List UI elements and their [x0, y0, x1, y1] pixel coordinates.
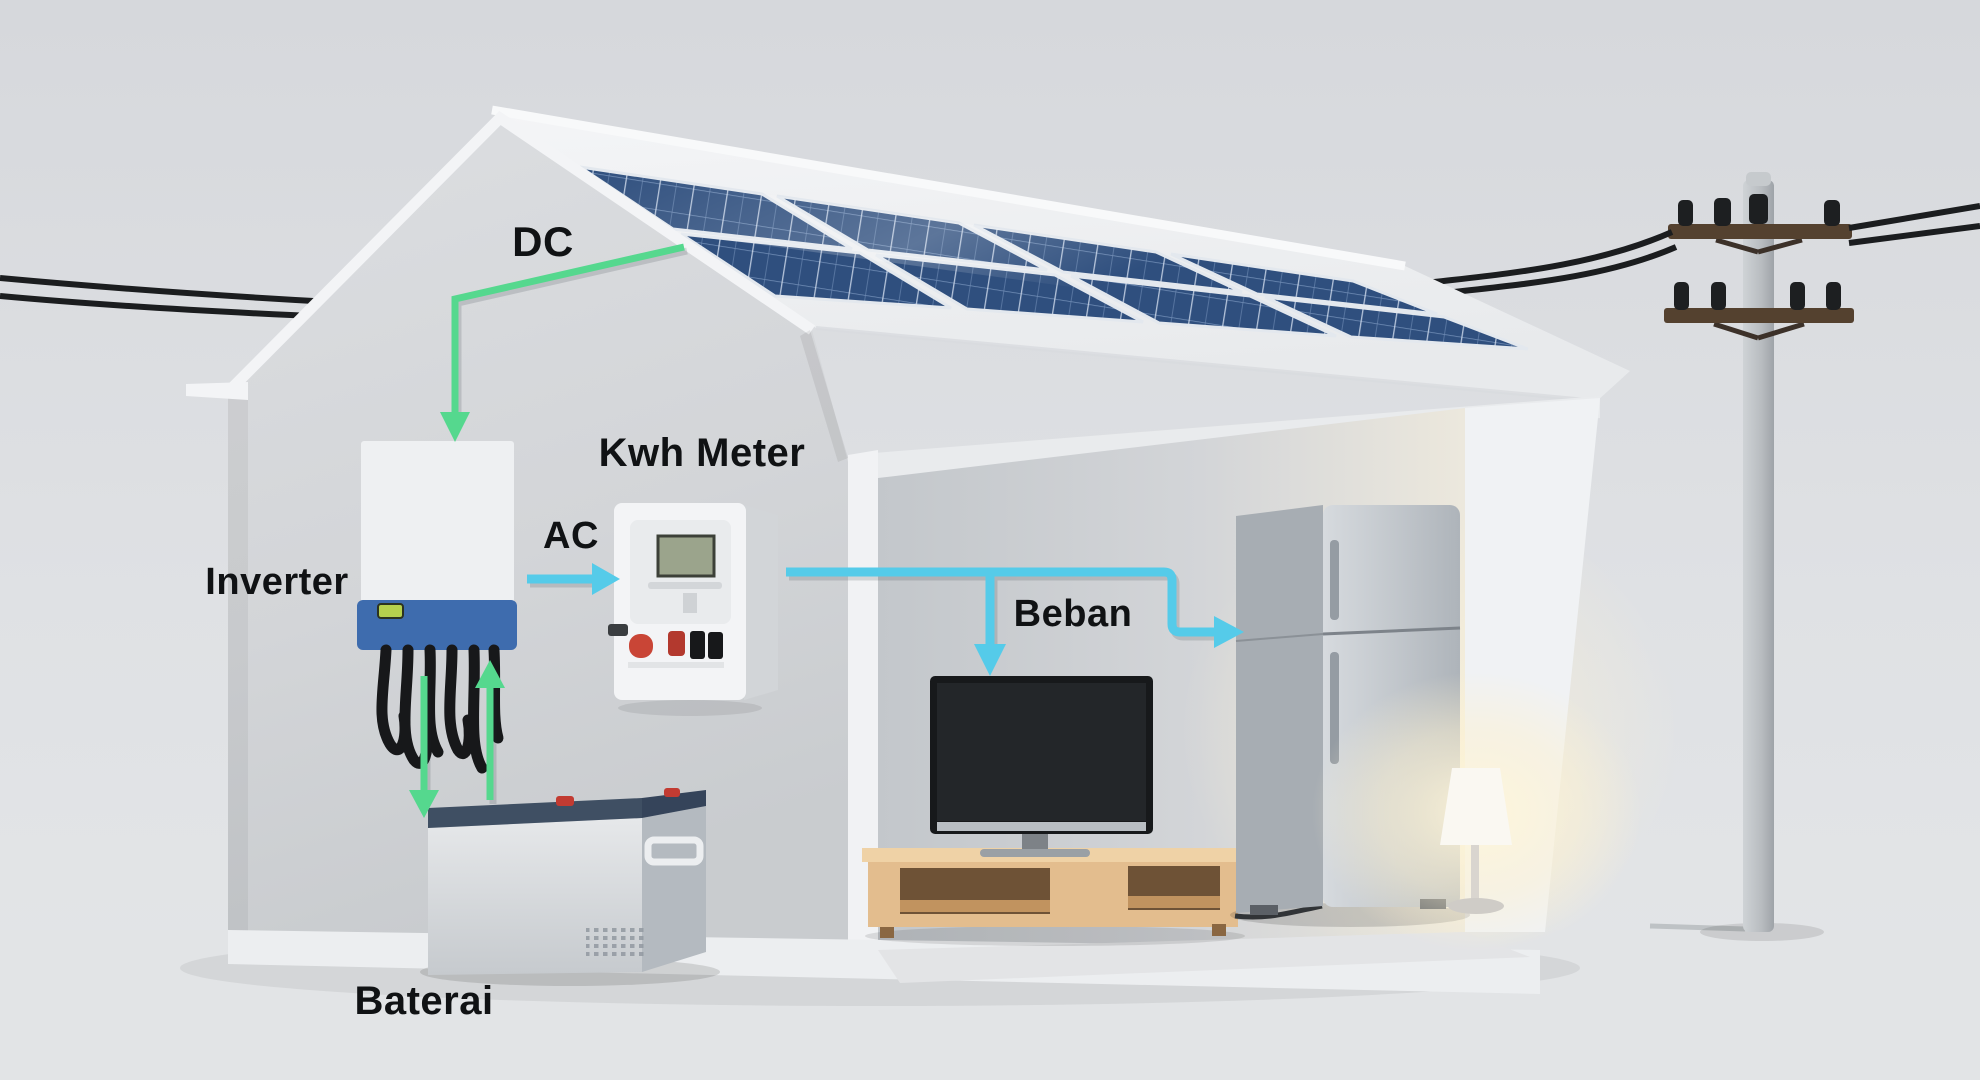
cabinet-leg [1212, 924, 1226, 936]
inverter-led [377, 603, 404, 619]
ac-arrowhead [592, 563, 620, 595]
dc-label: DC [512, 218, 574, 265]
eave-return [186, 382, 248, 400]
dc-flow-arrows [409, 243, 688, 818]
insulators-top [1678, 194, 1840, 226]
ac-label: AC [543, 515, 599, 557]
battery-lid-front [428, 798, 642, 828]
fridge-handle-top [1330, 540, 1339, 620]
lamp-base [1448, 898, 1504, 914]
tv-screen [937, 683, 1146, 821]
meter-breaker [690, 631, 705, 659]
pole [1743, 180, 1774, 932]
inverter-cables [376, 644, 504, 774]
dc-arrow-line [451, 243, 685, 416]
labels: DC Inverter AC Kwh Meter Beban Baterai [205, 218, 1132, 1023]
meter-lcd [656, 534, 716, 578]
bargeboard [222, 110, 816, 398]
utility-pole [1417, 172, 1980, 941]
fridge-side [1236, 505, 1323, 913]
dc-arrowhead [440, 412, 470, 442]
inverter-to-battery-arrowhead [409, 790, 439, 818]
room-floor [878, 932, 1530, 983]
pole-crossarm-lower [1664, 308, 1854, 323]
tv [930, 676, 1153, 857]
fridge-arrowhead [1214, 616, 1244, 648]
under-eave-shade [800, 330, 848, 462]
meter-to-loads-line [786, 567, 1216, 637]
lamp-stem [1471, 845, 1479, 903]
table-lamp [1312, 672, 1642, 952]
tv-stand-base [980, 849, 1090, 857]
pole-crossarm-top [1668, 224, 1852, 239]
power-line-right [1848, 203, 1980, 246]
inverter-body [361, 441, 514, 604]
wall-left-edge-shade [228, 392, 248, 931]
cabinet-leg [880, 927, 894, 938]
panel-sheen [580, 167, 1528, 349]
tv-arrowhead [974, 644, 1006, 676]
battery-to-inverter-arrowhead [475, 660, 505, 688]
beban-label: Beban [1014, 593, 1133, 635]
roof [491, 105, 1630, 403]
battery-terminal [664, 788, 680, 797]
battery-lid-side [642, 790, 706, 818]
insulators-lower [1674, 282, 1841, 310]
kwh-meter-label: Kwh Meter [599, 431, 806, 475]
battery [420, 788, 720, 986]
battery-side [642, 806, 706, 972]
battery-handle [644, 836, 704, 866]
battery-terminal [556, 796, 574, 806]
meter-red-switch [668, 631, 685, 656]
interior-room [228, 396, 1680, 994]
inverter-label: Inverter [205, 561, 348, 603]
lamp-shade [1440, 768, 1512, 845]
baterai-label: Baterai [354, 979, 493, 1023]
inverter [357, 441, 517, 774]
fridge-handle-bottom [1330, 652, 1339, 764]
ac-flow-arrows [527, 563, 1244, 676]
meter-breaker [708, 632, 723, 659]
kwh-meter [608, 503, 778, 716]
battery-vents [586, 924, 644, 960]
meter-red-button [629, 634, 653, 658]
power-line-left [0, 275, 335, 320]
tv-cabinet [862, 848, 1323, 946]
floor-cable [1234, 903, 1323, 920]
